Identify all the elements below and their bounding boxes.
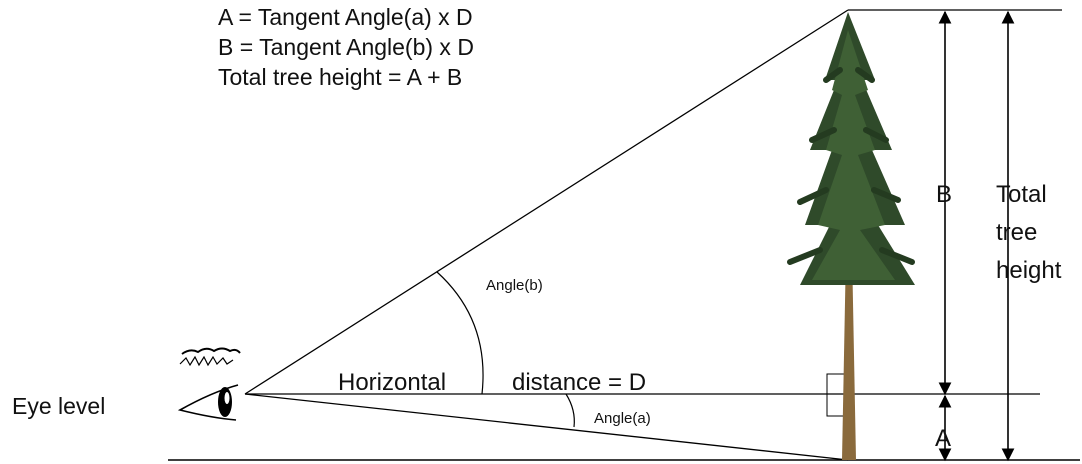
b-label: B xyxy=(936,181,952,208)
angle-b-label: Angle(b) xyxy=(486,277,543,294)
formula-a: A = Tangent Angle(a) x D xyxy=(218,4,473,30)
total-label-line2: tree xyxy=(996,219,1037,246)
formula-total: Total tree height = A + B xyxy=(218,64,462,90)
eye-icon xyxy=(177,347,241,421)
horizontal-label: Horizontal xyxy=(338,369,446,396)
eye-level-label: Eye level xyxy=(12,393,105,419)
angle-a-label: Angle(a) xyxy=(594,410,651,427)
angle-b-arc xyxy=(436,271,484,395)
sight-line-top xyxy=(244,9,849,395)
a-label: A xyxy=(935,425,951,452)
total-label-line1: Total xyxy=(996,181,1047,208)
sight-line-bottom xyxy=(244,393,849,461)
distance-label: distance = D xyxy=(512,369,646,396)
formula-b: B = Tangent Angle(b) x D xyxy=(218,34,474,60)
total-label-line3: height xyxy=(996,257,1062,284)
pine-tree-icon xyxy=(787,12,915,460)
angle-a-arc xyxy=(565,393,575,428)
